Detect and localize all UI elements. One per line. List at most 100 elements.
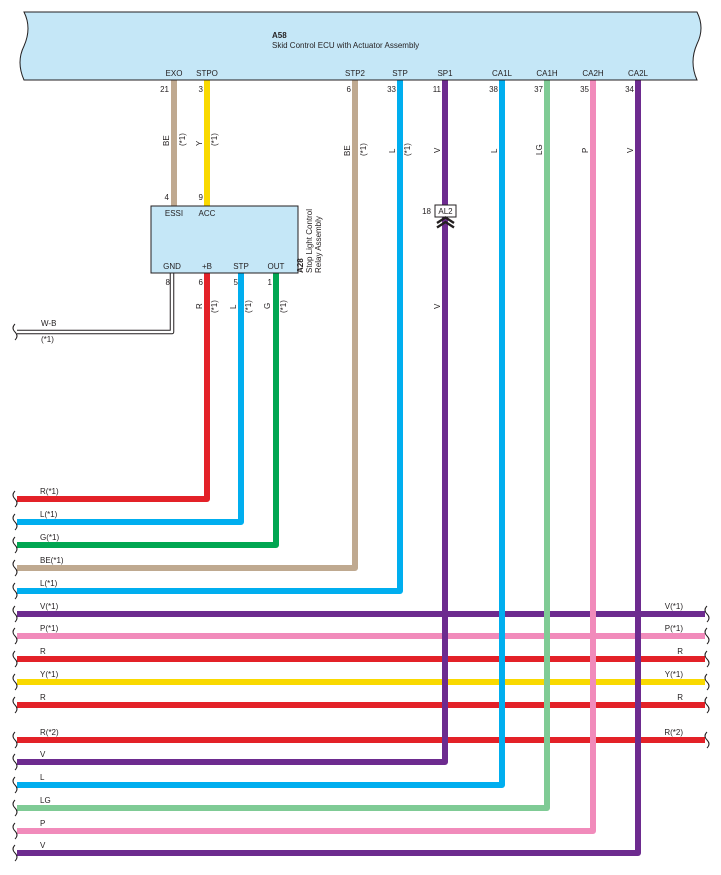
cut-mark-left-3	[12, 559, 18, 577]
relay-pin-label-gnd: GND	[163, 262, 181, 271]
wire-ca1l	[17, 80, 505, 788]
wire-label-ca1l-color: L	[490, 148, 499, 153]
junction-code: AL2	[438, 207, 453, 216]
cut-mark-right-8	[704, 673, 710, 691]
ecu-pin-num-ca1h: 37	[534, 85, 543, 94]
wire-label-stpo-color: Y	[195, 140, 204, 146]
ecu-pin-num-ca2l: 34	[625, 85, 634, 94]
bus-label-right-10: R(*2)	[664, 728, 683, 737]
bus-label-left-11: V	[40, 750, 46, 759]
junction-al2: AL2 18	[422, 204, 457, 229]
wire-relay-out	[17, 273, 279, 548]
wire-label-plusb-note: (*1)	[210, 300, 219, 313]
relay-pin-num-acc: 9	[199, 193, 204, 202]
relay-pin-num-plusb: 6	[199, 278, 204, 287]
wire-stp	[17, 80, 403, 594]
ecu-pin-label-ca1h: CA1H	[536, 69, 558, 78]
wire-gnd-inner	[17, 273, 174, 334]
bus-label-right-8: Y(*1)	[665, 670, 684, 679]
cut-mark-left-15	[12, 844, 18, 862]
cut-mark-right-7	[704, 650, 710, 668]
junction-num: 18	[422, 207, 431, 216]
ecu-pin-label-ca2h: CA2H	[582, 69, 604, 78]
wire-label-stp-note: (*1)	[403, 143, 412, 156]
wire-sp1	[17, 80, 448, 765]
ecu-pin-label-sp1: SP1	[437, 69, 453, 78]
cut-mark-left-1	[12, 513, 18, 531]
cut-mark-left-9	[12, 696, 18, 714]
relay-a28: ESSI ACC 4 9 GND +B STP OUT 8 6 5 1 A28 …	[150, 193, 323, 287]
relay-body	[150, 205, 299, 274]
bus-label-left-0: R(*1)	[40, 487, 59, 496]
wire-label-rstp-note: (*1)	[244, 300, 253, 313]
wire-label-stpo-note: (*1)	[210, 133, 219, 146]
cut-mark-left-0	[12, 490, 18, 508]
ecu-pin-num-ca2h: 35	[580, 85, 589, 94]
wire-label-stp-color: L	[388, 148, 397, 153]
wires	[17, 80, 705, 856]
wire-relay-plusb	[17, 273, 210, 502]
cut-mark-left-6	[12, 627, 18, 645]
wire-label-sp1-lower: V	[433, 303, 442, 309]
relay-name-line1: Stop Light Control	[305, 209, 314, 273]
ecu-code: A58	[272, 31, 287, 40]
wire-label-ca2l-color: V	[626, 147, 635, 153]
relay-pin-label-out: OUT	[268, 262, 285, 271]
bus-label-right-7: R	[677, 647, 683, 656]
cut-mark-left-7	[12, 650, 18, 668]
cut-mark-right-5	[704, 605, 710, 623]
wire-label-gnd-note: (*1)	[41, 335, 54, 344]
bus-label-left-6: P(*1)	[40, 624, 59, 633]
ecu-pin-label-ca1l: CA1L	[492, 69, 513, 78]
wire-label-sp1-color: V	[433, 147, 442, 153]
cut-marks	[12, 323, 710, 862]
bus-label-right-5: V(*1)	[665, 602, 684, 611]
wire-label-out-note: (*1)	[279, 300, 288, 313]
wire-label-stp2-color: BE	[343, 145, 352, 156]
cut-mark-left-8	[12, 673, 18, 691]
bus-label-left-12: L	[40, 773, 45, 782]
relay-pin-label-essi: ESSI	[165, 209, 183, 218]
bus-label-left-10: R(*2)	[40, 728, 59, 737]
cut-mark-right-10	[704, 731, 710, 749]
wire-ca2l	[17, 80, 641, 856]
wire-label-rstp-color: L	[229, 304, 238, 309]
cut-mark-left-gnd	[12, 323, 18, 341]
wire-stp2	[17, 80, 358, 571]
cut-mark-left-4	[12, 582, 18, 600]
ecu-pin-num-stp: 33	[387, 85, 396, 94]
cut-mark-right-6	[704, 627, 710, 645]
relay-code: A28	[296, 258, 305, 273]
cut-mark-left-5	[12, 605, 18, 623]
bus-label-left-4: L(*1)	[40, 579, 58, 588]
cut-mark-left-14	[12, 822, 18, 840]
bus-label-left-15: V	[40, 841, 46, 850]
wire-label-gnd-color: W-B	[41, 319, 56, 328]
junction-chevron-icon	[436, 216, 455, 229]
cut-mark-right-9	[704, 696, 710, 714]
wire-ca2h	[17, 80, 596, 834]
bus-label-right-9: R	[677, 693, 683, 702]
wire-labels: BE (*1) Y (*1) BE (*1) L (*1) V V L LG P…	[41, 133, 635, 344]
ecu-pin-label-ca2l: CA2L	[628, 69, 649, 78]
ecu-pin-label-stp: STP	[392, 69, 408, 78]
relay-name-line2: Relay Assembly	[314, 216, 323, 273]
bus-label-right-6: P(*1)	[665, 624, 684, 633]
relay-pin-num-essi: 4	[165, 193, 170, 202]
wire-label-out-color: G	[263, 303, 272, 309]
ecu-pin-label-stp2: STP2	[345, 69, 366, 78]
relay-pin-num-out: 1	[268, 278, 273, 287]
ecu-pin-num-sp1: 11	[433, 85, 442, 94]
bus-label-left-7: R	[40, 647, 46, 656]
relay-pin-label-plusb: +B	[202, 262, 212, 271]
bus-label-left-1: L(*1)	[40, 510, 58, 519]
ecu-pin-num-stpo: 3	[199, 85, 204, 94]
wire-label-stp2-note: (*1)	[359, 143, 368, 156]
cut-mark-left-12	[12, 776, 18, 794]
ecu-pin-label-stpo: STPO	[196, 69, 218, 78]
wire-ca1h	[17, 80, 550, 811]
ecu-body	[19, 11, 702, 81]
bus-label-left-14: P	[40, 819, 45, 828]
bus-label-left-5: V(*1)	[40, 602, 59, 611]
